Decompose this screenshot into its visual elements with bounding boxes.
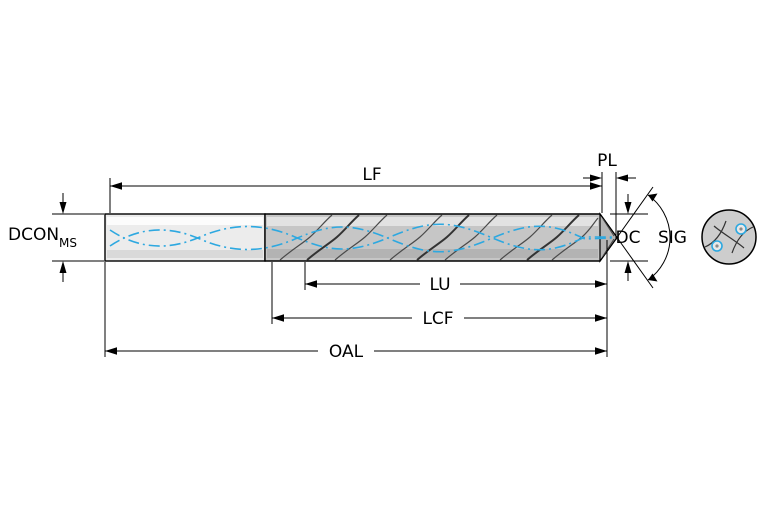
drill-shank <box>104 213 266 262</box>
coolant-channel-lines <box>109 223 613 253</box>
dimension-dc: DC <box>610 194 648 281</box>
lcf-label: LCF <box>422 309 453 329</box>
dc-label: DC <box>616 228 641 248</box>
dimension-lu: LU <box>304 262 607 295</box>
dimension-sig: SIG <box>616 186 687 289</box>
dimension-pl: PL <box>583 151 636 240</box>
drill-flute-body <box>264 213 618 262</box>
lf-label: LF <box>362 165 381 185</box>
dimension-dcon: DCON MS <box>8 193 104 282</box>
dcon-label: DCON <box>8 225 59 245</box>
sig-label: SIG <box>658 228 687 248</box>
drill-end-view <box>701 209 757 265</box>
dcon-ms-label: MS <box>59 236 77 250</box>
oal-label: OAL <box>329 342 364 362</box>
dimension-lf: LF <box>109 165 603 213</box>
pl-label: PL <box>597 151 617 171</box>
dimension-lcf: LCF <box>271 262 607 329</box>
dimension-oal: OAL <box>104 262 607 362</box>
lu-label: LU <box>429 275 450 295</box>
